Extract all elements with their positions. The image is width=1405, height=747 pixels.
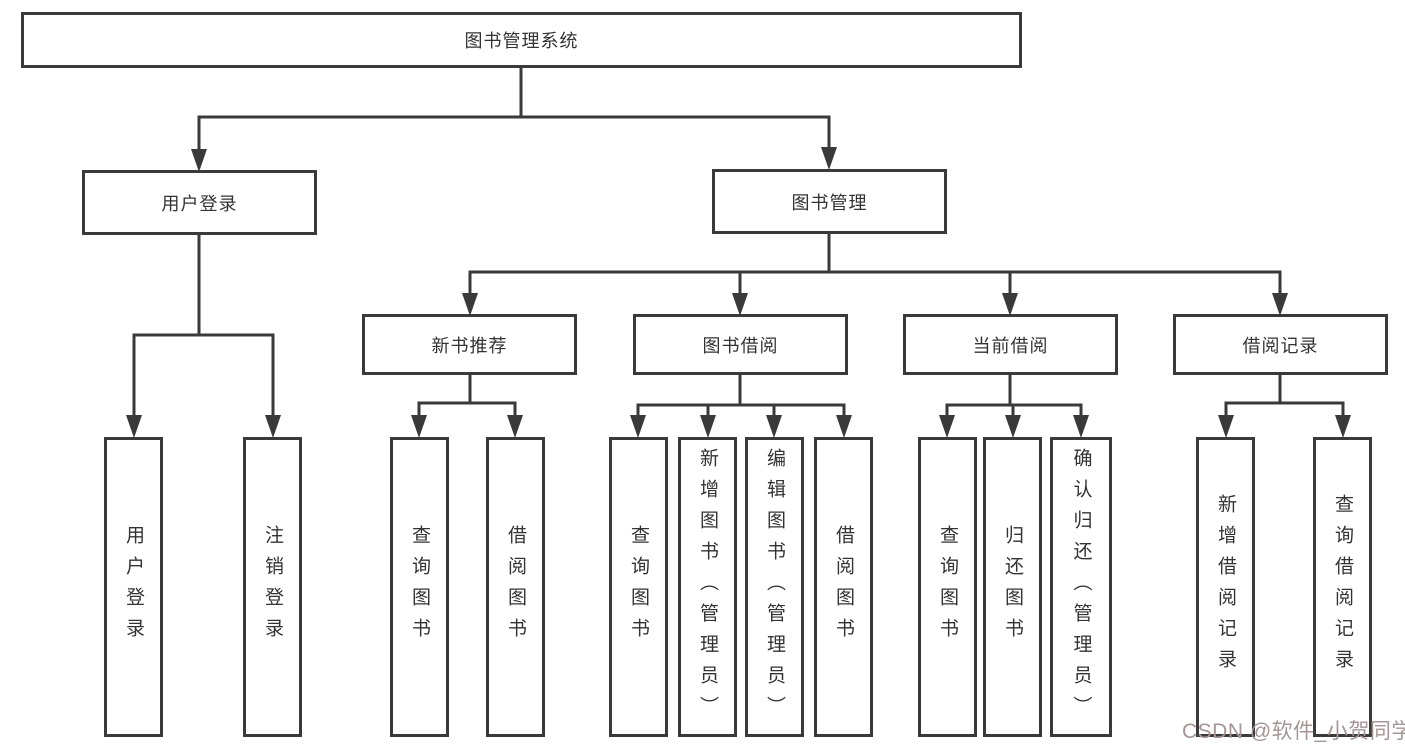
arrowhead [1335,415,1351,438]
node-label: 新书推荐 [431,335,508,356]
node-label: 借阅图书 [505,525,526,649]
node-label: 查询图书 [937,525,958,649]
leaf-edit-books-admin: 编辑图书（管理员） [745,437,804,737]
arrowhead [1218,415,1234,438]
node-label: 用户登录 [123,525,144,649]
leaf-user-login: 用户登录 [104,437,163,737]
leaf-query-books: 查询图书 [609,437,668,737]
arrowhead [700,415,716,438]
node-label: 新增借阅记录 [1215,494,1236,680]
leaf-add-borrow-record: 新增借阅记录 [1196,437,1255,737]
arrowhead [1272,293,1288,316]
node-label: 查询图书 [409,525,430,649]
node-library-system: 图书管理系统 [21,12,1022,68]
node-new-book-recommend: 新书推荐 [362,314,577,375]
arrowhead [411,415,427,438]
node-label: 确认归还（管理员） [1070,447,1092,727]
node-current-borrowing: 当前借阅 [903,314,1118,375]
arrowhead [939,415,955,438]
arrowhead [821,147,837,170]
leaf-confirm-return-admin: 确认归还（管理员） [1050,437,1112,737]
node-label: 借阅记录 [1242,335,1319,356]
arrowhead [191,149,207,172]
leaf-borrow-books: 借阅图书 [814,437,873,737]
node-label: 查询图书 [628,525,649,649]
arrowhead [836,415,852,438]
node-label: 图书管理 [791,192,868,213]
arrowhead [766,415,782,438]
node-label: 新增图书（管理员） [697,447,718,727]
leaf-borrow-books: 借阅图书 [486,437,545,737]
node-book-borrowing: 图书借阅 [633,314,848,375]
arrowhead [507,415,523,438]
node-label: 归还图书 [1002,525,1023,649]
node-label: 借阅图书 [833,525,854,649]
csdn-watermark: CSDN @软件_小贺同学 [1182,720,1405,743]
arrowhead [1005,415,1021,438]
node-label: 注销登录 [262,525,283,649]
arrowhead [630,415,646,438]
node-user-login: 用户登录 [82,170,317,235]
arrowhead [265,415,281,438]
node-label: 编辑图书（管理员） [764,447,785,727]
node-borrowing-records: 借阅记录 [1173,314,1388,375]
leaf-logout: 注销登录 [243,437,302,737]
node-label: 查询借阅记录 [1332,494,1353,680]
leaf-query-books: 查询图书 [918,437,977,737]
node-label: 图书借阅 [702,335,779,356]
arrowhead [462,293,478,316]
node-label: 当前借阅 [972,335,1049,356]
node-label: 用户登录 [161,193,238,214]
arrowhead [126,415,142,438]
arrowhead [1073,415,1089,438]
leaf-add-books-admin: 新增图书（管理员） [678,437,737,737]
leaf-query-books: 查询图书 [390,437,449,737]
leaf-query-borrow-record: 查询借阅记录 [1313,437,1372,737]
node-book-management: 图书管理 [712,169,947,234]
node-label: 图书管理系统 [464,31,579,51]
arrowhead [1002,293,1018,316]
arrowhead [732,293,748,316]
leaf-return-books: 归还图书 [983,437,1042,737]
